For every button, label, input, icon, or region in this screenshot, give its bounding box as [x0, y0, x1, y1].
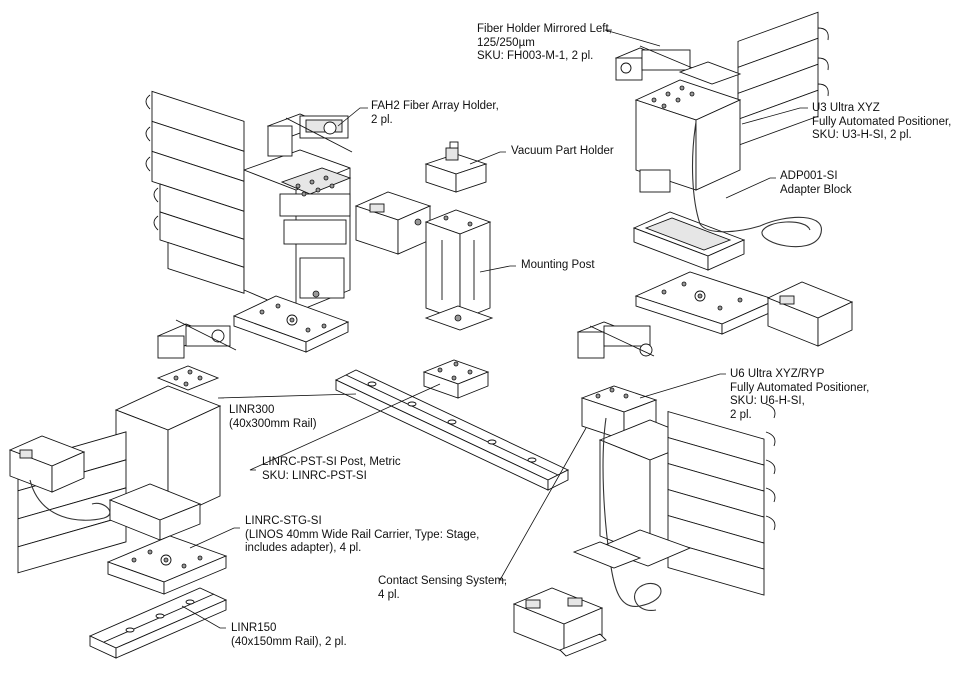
contact-sensing-box-3	[8, 435, 86, 493]
label-linr300: LINR300 (40x300mm Rail)	[229, 404, 317, 430]
label-adp001: ADP001-SI Adapter Block	[780, 170, 852, 196]
adapter-block	[632, 211, 746, 271]
label-post: LINRC-PST-SI Post, Metric SKU: LINRC-PST…	[262, 456, 401, 482]
linrc-pst-post	[422, 359, 490, 399]
label-linr150: LINR150 (40x150mm Rail), 2 pl.	[231, 622, 347, 648]
u6-positioner-left	[17, 365, 222, 574]
u3-positioner-right	[634, 11, 829, 193]
label-mounting-post: Mounting Post	[521, 259, 595, 271]
label-u3: U3 Ultra XYZ Fully Automated Positioner,…	[812, 102, 952, 141]
contact-sensing-box-1	[354, 191, 432, 255]
label-fah2: FAH2 Fiber Array Holder, 2 pl.	[371, 100, 499, 126]
u6-positioner-right	[580, 385, 776, 596]
rail-carrier-2	[634, 271, 778, 335]
mounting-post	[424, 209, 494, 331]
label-u6: U6 Ultra XYZ/RYP Fully Automated Positio…	[730, 368, 870, 421]
label-fiber-holder: Fiber Holder Mirrored Left, 125/250µm SK…	[477, 23, 612, 62]
fah2-holder-left	[266, 113, 353, 157]
rail-carrier-1	[232, 295, 350, 353]
leader-lines	[181, 29, 808, 629]
rail-carrier-4	[572, 541, 642, 569]
fiber-holder-left	[576, 321, 655, 359]
contact-sensing-box-4	[512, 587, 607, 657]
rail-carrier-3	[106, 535, 228, 595]
label-vacuum: Vacuum Part Holder	[511, 145, 614, 157]
label-stg: LINRC-STG-SI (LINOS 40mm Wide Rail Carri…	[245, 515, 480, 554]
vacuum-part-holder	[424, 141, 488, 193]
contact-sensing-box-2	[766, 281, 854, 347]
linr150-rail	[88, 587, 228, 659]
label-contact: Contact Sensing System, 4 pl.	[378, 575, 508, 601]
fah2-holder-right	[156, 319, 237, 359]
u3-positioner-left	[145, 90, 352, 313]
